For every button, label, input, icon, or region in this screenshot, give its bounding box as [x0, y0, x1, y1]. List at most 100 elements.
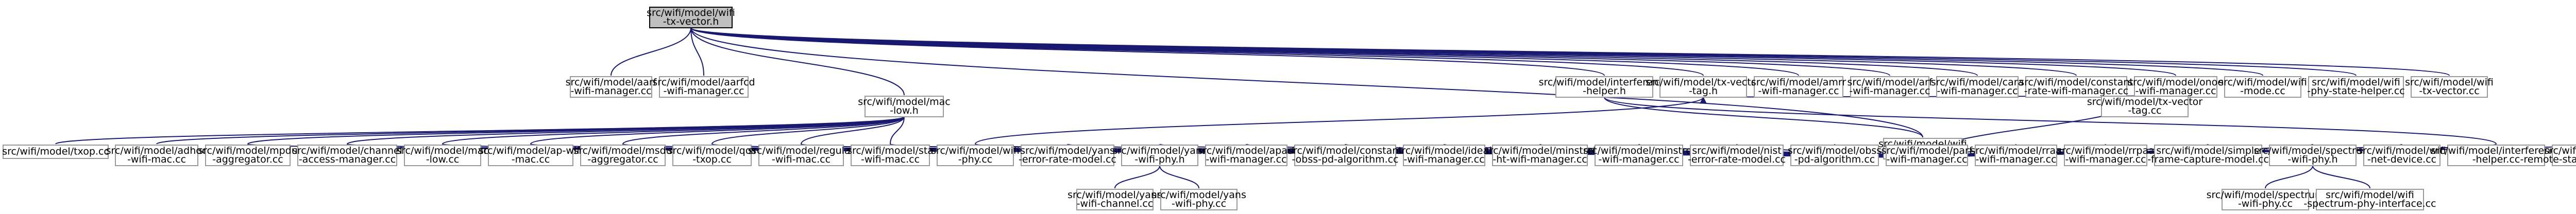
file-node[interactable]: src/wifi/model/onoe-wifi-manager.cc — [2128, 76, 2224, 98]
file-node[interactable]: src/wifi/model/minstrel-ht-wifi-manager.… — [1484, 145, 1596, 166]
node-box — [1595, 145, 1683, 166]
file-node[interactable]: src/wifi/model/parf-wifi-manager.cc — [1881, 145, 1973, 166]
file-node[interactable]: src/wifi/model/ap-wifi-mac.cc — [479, 145, 583, 166]
file-node[interactable]: src/wifi/model/aarf-wifi-manager.cc — [566, 76, 657, 98]
node-label-line: src/wifi/model/wifi — [931, 145, 1020, 156]
file-node[interactable]: src/wifi/model/regular-wifi-mac.cc — [748, 145, 855, 166]
node-label-line: -tag.cc — [2128, 105, 2162, 116]
node-box — [488, 145, 573, 166]
node-label-line: src/wifi/model/wifi — [647, 7, 735, 19]
node-label-line: src/wifi/model/arf — [1847, 77, 1933, 88]
file-node[interactable]: src/wifi/model/wifi-mode.cc — [2218, 76, 2307, 98]
dependency-edge — [1600, 91, 2497, 145]
file-node[interactable]: src/wifi/model/constant-obss-pd-algorith… — [1288, 145, 1402, 166]
node-label-line: -tx-vector.h — [663, 16, 719, 27]
node-label-line: -wifi-manager.cc — [570, 85, 651, 97]
file-node[interactable]: src/wifi/model/tx-vector-tag.cc — [2087, 96, 2202, 117]
node-box — [2447, 145, 2545, 166]
node-label-line: -wifi-manager.cc — [2135, 85, 2216, 97]
file-node[interactable]: src/wifi/model/interference-helper.h — [1539, 76, 1670, 98]
file-node[interactable]: src/wifi/model/ideal-wifi-manager.cc — [1397, 145, 1492, 166]
file-node[interactable]: src/wifi/model/mac-low.cc — [396, 145, 489, 166]
node-label-line: src/wifi/model/cara — [1931, 77, 2024, 88]
dependency-edge — [687, 21, 905, 96]
node-box — [1555, 76, 1653, 98]
file-node[interactable]: src/wifi/model/wifi-tx-vector.cc — [2405, 76, 2494, 98]
node-box — [2308, 76, 2404, 98]
file-node[interactable]: src/wifi/model/minstrel-wifi-manager.cc — [1583, 145, 1694, 166]
file-node[interactable]: src/wifi/model/mpdu-aggregator.cc — [198, 145, 298, 166]
node-label-line: src/wifi/model/parf — [1881, 145, 1973, 156]
file-node[interactable]: src/wifi/model/aparf-wifi-manager.cc — [1198, 145, 1296, 166]
node-label-line: -aggregator.cc — [587, 154, 658, 165]
node-box — [2134, 76, 2217, 98]
node-label-line: src/wifi/model/minstrel — [1583, 145, 1694, 156]
file-node[interactable]: src/wifi/model/adhoc-wifi-mac.cc — [106, 145, 208, 166]
node-box — [672, 145, 752, 166]
node-label-line: -phy-state-helper.cc — [2307, 85, 2404, 97]
node-label-line: -wifi-mac.cc — [127, 154, 186, 165]
file-node[interactable]: src/wifi/model/txop.cc — [2, 145, 109, 159]
node-label-line: src/wifi/model/constant — [2019, 77, 2133, 88]
file-node[interactable]: src/wifi/model/channel-access-manager.cc — [292, 145, 402, 166]
node-label-line: -wifi-manager.cc — [1758, 85, 1839, 97]
dependency-edge — [890, 110, 908, 145]
node-label-line: -access-manager.cc — [299, 154, 396, 165]
file-node[interactable]: src/wifi/model/constant-rate-wifi-manage… — [2019, 76, 2133, 98]
file-node[interactable]: src/wifi/model/yans-wifi-phy.h — [1112, 145, 1207, 166]
file-node[interactable]: src/wifi/model/wifi-phy.cc — [931, 145, 1020, 166]
node-label-line: src/wifi/model/msdu — [573, 145, 672, 156]
dependency-edge — [687, 21, 1799, 76]
node-label-line: src/wifi/model/channel — [292, 145, 402, 156]
file-node[interactable]: src/wifi/model/simple-frame-capture-mode… — [2147, 145, 2269, 166]
dependency-edge — [1114, 159, 1164, 189]
node-label-line: src/wifi/model/spectrum — [2207, 189, 2325, 201]
file-node[interactable]: src/wifi/model/arf-wifi-manager.cc — [1847, 76, 1933, 98]
file-node[interactable]: src/wifi/model/yans-wifi-phy.cc — [1151, 189, 1246, 210]
file-node[interactable]: src/wifi/model/aarfcd-wifi-manager.cc — [652, 76, 755, 98]
file-node[interactable]: src/wifi/model/amrr-wifi-manager.cc — [1751, 76, 1846, 98]
file-node[interactable]: src/wifi/model/tx-vector-tag.h — [1646, 76, 1761, 98]
file-node[interactable]: src/wifi/model/sta-wifi-mac.cc — [847, 145, 934, 166]
file-node[interactable]: src/wifi/model/wifi-remote-station-manag… — [2520, 145, 2576, 166]
node-label-line: src/wifi/model/minstrel — [1484, 145, 1596, 156]
node-label-line: -wifi-manager.cc — [1849, 85, 1930, 97]
file-node[interactable]: src/wifi/model/spectrum-wifi-phy.h — [2254, 145, 2372, 166]
node-label-line: src/wifi/model/interference — [2431, 145, 2562, 156]
file-node[interactable]: src/wifi/model/wifi-spectrum-phy-interfa… — [2303, 189, 2436, 210]
file-node[interactable]: src/wifi/model/rrpaa-wifi-manager.cc — [2057, 145, 2155, 166]
node-label-line: src/wifi/model/nist — [1692, 145, 1782, 156]
file-node[interactable]: src/wifi/model/wifi-net-device.cc — [2358, 145, 2446, 166]
dependency-edge — [442, 110, 908, 145]
node-box — [1403, 145, 1485, 166]
node-box — [1690, 145, 1784, 166]
file-node[interactable]: src/wifi/model/obss-pd-algorithm.cc — [1788, 145, 1882, 166]
file-node[interactable]: src/wifi/model/wifi-phy-state-helper.cc — [2307, 76, 2405, 98]
node-label-line: -aggregator.cc — [212, 154, 283, 165]
node-box — [1886, 145, 1968, 166]
node-label-line: -wifi-manager.cc — [1403, 154, 1484, 165]
node-box — [1160, 189, 1238, 210]
file-node[interactable]: src/wifi/model/cara-wifi-manager.cc — [1931, 76, 2024, 98]
node-box — [1975, 145, 2057, 166]
file-node[interactable]: src/wifi/model/spectrum-wifi-phy.cc — [2207, 189, 2325, 210]
node-label-line: src/wifi/model/yans — [1151, 189, 1246, 201]
node-box — [851, 145, 930, 166]
node-label-line: -tag.h — [1689, 85, 1718, 97]
dependency-edge — [611, 21, 695, 76]
file-node[interactable]: src/wifi/model/yans-error-rate-model.cc — [1019, 145, 1116, 166]
node-box — [1205, 145, 1287, 166]
file-node[interactable]: src/wifi/model/msdu-aggregator.cc — [573, 145, 672, 166]
node-label-line: src/wifi/model/constant — [1288, 145, 1402, 156]
dependency-edge — [1156, 159, 1199, 189]
dependency-edge — [530, 110, 908, 145]
node-box — [649, 7, 733, 28]
file-node[interactable]: src/wifi/model/yans-wifi-channel.cc — [1067, 189, 1162, 210]
node-box — [1850, 76, 1929, 98]
file-node[interactable]: src/wifi/model/interference-helper.cc — [2431, 145, 2562, 166]
file-node[interactable]: src/wifi/model/mac-low.h — [858, 96, 951, 117]
file-node[interactable]: src/wifi/model/rraa-wifi-manager.cc — [1970, 145, 2062, 166]
file-node[interactable]: src/wifi/model/nist-error-rate-model.cc — [1688, 145, 1786, 166]
dependency-edge — [347, 110, 908, 145]
file-node[interactable]: src/wifi/model/qos-txop.cc — [668, 145, 756, 166]
